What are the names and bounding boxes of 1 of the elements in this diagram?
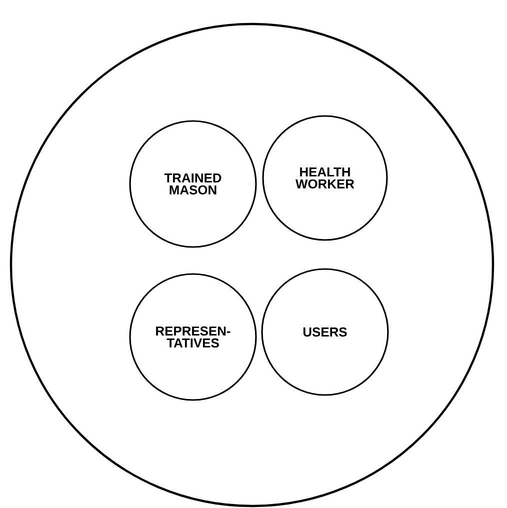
- circle: [10, 22, 494, 508]
